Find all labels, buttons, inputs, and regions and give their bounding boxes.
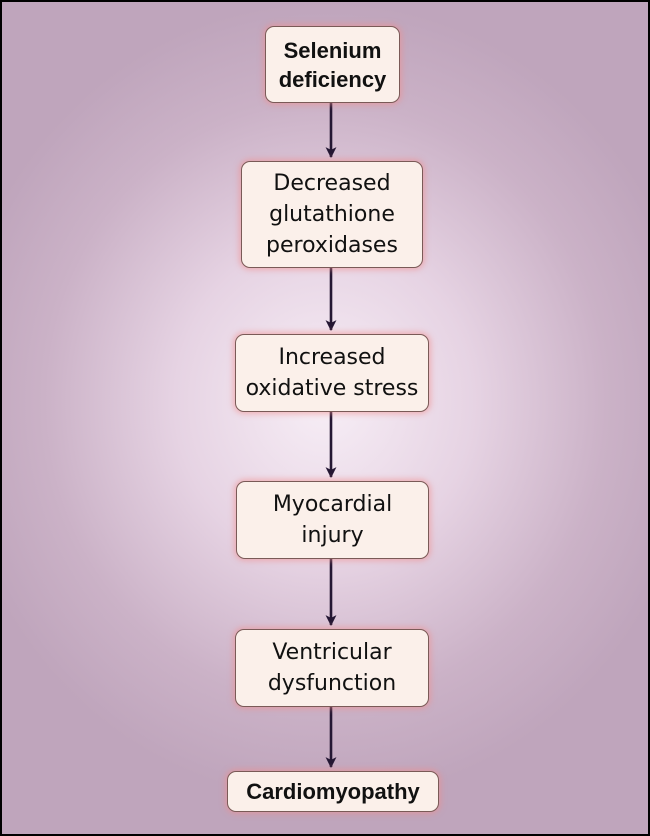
node-label: Cardiomyopathy bbox=[246, 779, 420, 804]
node-decreased-glutathione-peroxidases: Decreased glutathione peroxidases bbox=[241, 161, 423, 268]
node-selenium-deficiency: Selenium deficiency bbox=[265, 26, 400, 103]
node-label: Myocardial injury bbox=[272, 492, 393, 548]
node-label: Decreased glutathione peroxidases bbox=[266, 171, 398, 258]
node-cardiomyopathy: Cardiomyopathy bbox=[227, 771, 439, 812]
node-increased-oxidative-stress: Increased oxidative stress bbox=[235, 334, 429, 412]
node-ventricular-dysfunction: Ventricular dysfunction bbox=[235, 629, 429, 707]
node-label: Selenium deficiency bbox=[278, 37, 387, 92]
node-label: Ventricular dysfunction bbox=[267, 640, 397, 696]
node-label: Increased oxidative stress bbox=[245, 345, 419, 401]
node-myocardial-injury: Myocardial injury bbox=[236, 481, 429, 559]
